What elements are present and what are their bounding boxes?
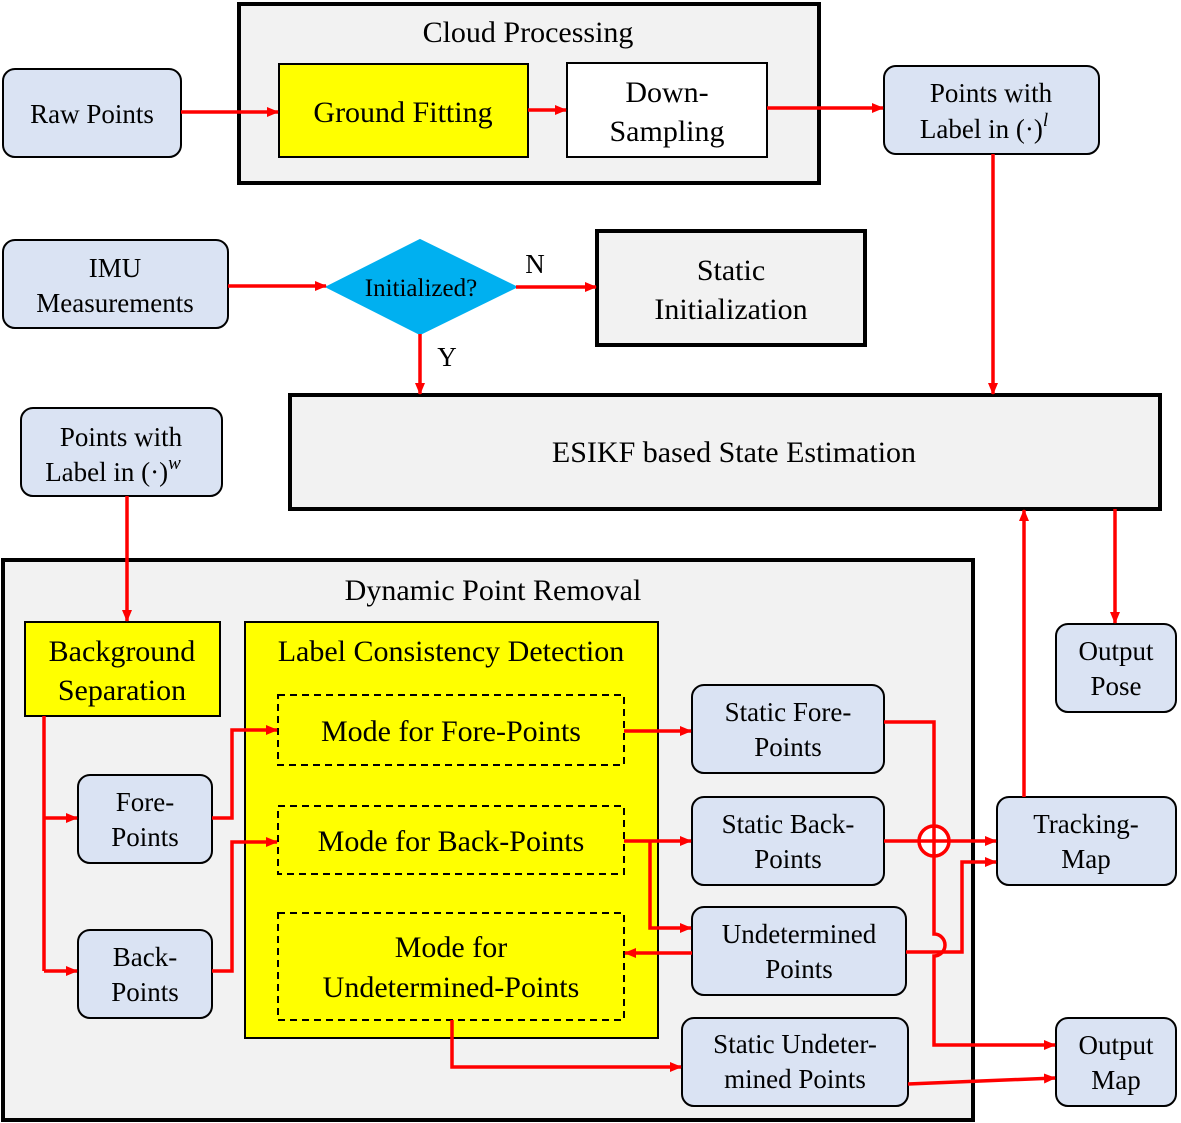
static-undet-label-2: mined Points xyxy=(724,1064,866,1094)
back-points-node xyxy=(77,929,213,1019)
static-init-label-2: Initialization xyxy=(654,293,807,326)
background-separation-label-1: Background xyxy=(49,635,196,668)
static-back-label-1: Static Back- xyxy=(722,809,855,839)
points-label-w-line2: Label in (·)w xyxy=(45,453,181,487)
undetermined-label-2: Points xyxy=(765,954,833,984)
output-map-node xyxy=(1055,1017,1177,1107)
edge-staticfore-to-outputmap xyxy=(884,720,1056,1050)
points-label-l-line2: Label in (·)l xyxy=(920,110,1048,144)
mode-back-node xyxy=(277,805,625,875)
points-label-w-text: Label in (·) xyxy=(45,457,168,487)
static-back-label-2: Points xyxy=(754,844,822,874)
tracking-map-label-1: Tracking- xyxy=(1033,809,1139,839)
down-sampling-label-2: Sampling xyxy=(609,115,724,148)
static-fore-label-2: Points xyxy=(754,732,822,762)
merge-operator-cross xyxy=(919,826,949,856)
ground-fitting-label: Ground Fitting xyxy=(313,96,492,129)
background-separation-node xyxy=(24,621,221,717)
output-pose-label-2: Pose xyxy=(1090,671,1141,701)
static-init-node xyxy=(595,229,867,347)
static-fore-label-1: Static Fore- xyxy=(725,697,852,727)
static-undet-node xyxy=(681,1017,909,1107)
ground-fitting-node xyxy=(278,63,529,158)
back-points-label-1: Back- xyxy=(113,942,177,972)
imu-label-2: Measurements xyxy=(36,288,193,318)
esikf-node xyxy=(288,393,1162,511)
edge-fore-to-mode xyxy=(212,725,278,820)
edge-label-no: N xyxy=(525,249,545,279)
points-label-w-superscript: w xyxy=(168,453,181,474)
edge-modeundet-to-staticundet xyxy=(450,1020,682,1072)
static-fore-node xyxy=(691,684,885,774)
down-sampling-label-1: Down- xyxy=(625,76,708,109)
points-label-l-text: Label in (·) xyxy=(920,114,1043,144)
undetermined-label-1: Undetermined xyxy=(722,919,877,949)
output-pose-node xyxy=(1055,623,1177,713)
edge-staticundet-to-outputmap xyxy=(907,1073,1056,1086)
edge-label-yes: Y xyxy=(437,342,457,372)
output-map-label-2: Map xyxy=(1091,1065,1141,1095)
raw-points-label: Raw Points xyxy=(30,99,154,129)
output-map-label-1: Output xyxy=(1078,1030,1154,1060)
points-label-l-line1: Points with xyxy=(930,78,1053,108)
initialized-label: Initialized? xyxy=(365,275,477,302)
edge-undet-to-tracking xyxy=(906,857,997,954)
background-separation-label-2: Separation xyxy=(58,674,186,707)
back-points-label-2: Points xyxy=(111,977,179,1007)
static-undet-label-1: Static Undeter- xyxy=(713,1029,877,1059)
mode-undet-label-1: Mode for xyxy=(395,931,507,964)
mode-undet-label-2: Undetermined-Points xyxy=(323,971,580,1004)
points-label-w-line1: Points with xyxy=(60,422,183,452)
imu-label-1: IMU xyxy=(89,253,142,283)
dynamic-point-removal-title: Dynamic Point Removal xyxy=(345,574,642,607)
mode-back-label: Mode for Back-Points xyxy=(318,825,585,858)
fore-points-label-2: Points xyxy=(111,822,179,852)
tracking-map-node xyxy=(996,796,1177,886)
tracking-map-label-2: Map xyxy=(1061,844,1111,874)
edge-modeback-to-undet xyxy=(648,841,692,933)
down-sampling-node xyxy=(566,62,768,158)
mode-fore-label: Mode for Fore-Points xyxy=(321,715,581,748)
fore-points-label-1: Fore- xyxy=(116,787,174,817)
points-label-w-node xyxy=(20,407,223,497)
output-pose-label-1: Output xyxy=(1078,636,1154,666)
mode-fore-node xyxy=(277,694,625,766)
label-consistency-title: Label Consistency Detection xyxy=(278,635,625,668)
mode-undet-node xyxy=(277,912,625,1021)
esikf-label: ESIKF based State Estimation xyxy=(552,436,916,469)
static-init-label-1: Static xyxy=(697,254,765,287)
imu-node xyxy=(2,239,229,329)
cloud-processing-title: Cloud Processing xyxy=(423,16,634,49)
edge-back-to-mode xyxy=(212,837,278,973)
points-label-l-superscript: l xyxy=(1043,110,1048,131)
